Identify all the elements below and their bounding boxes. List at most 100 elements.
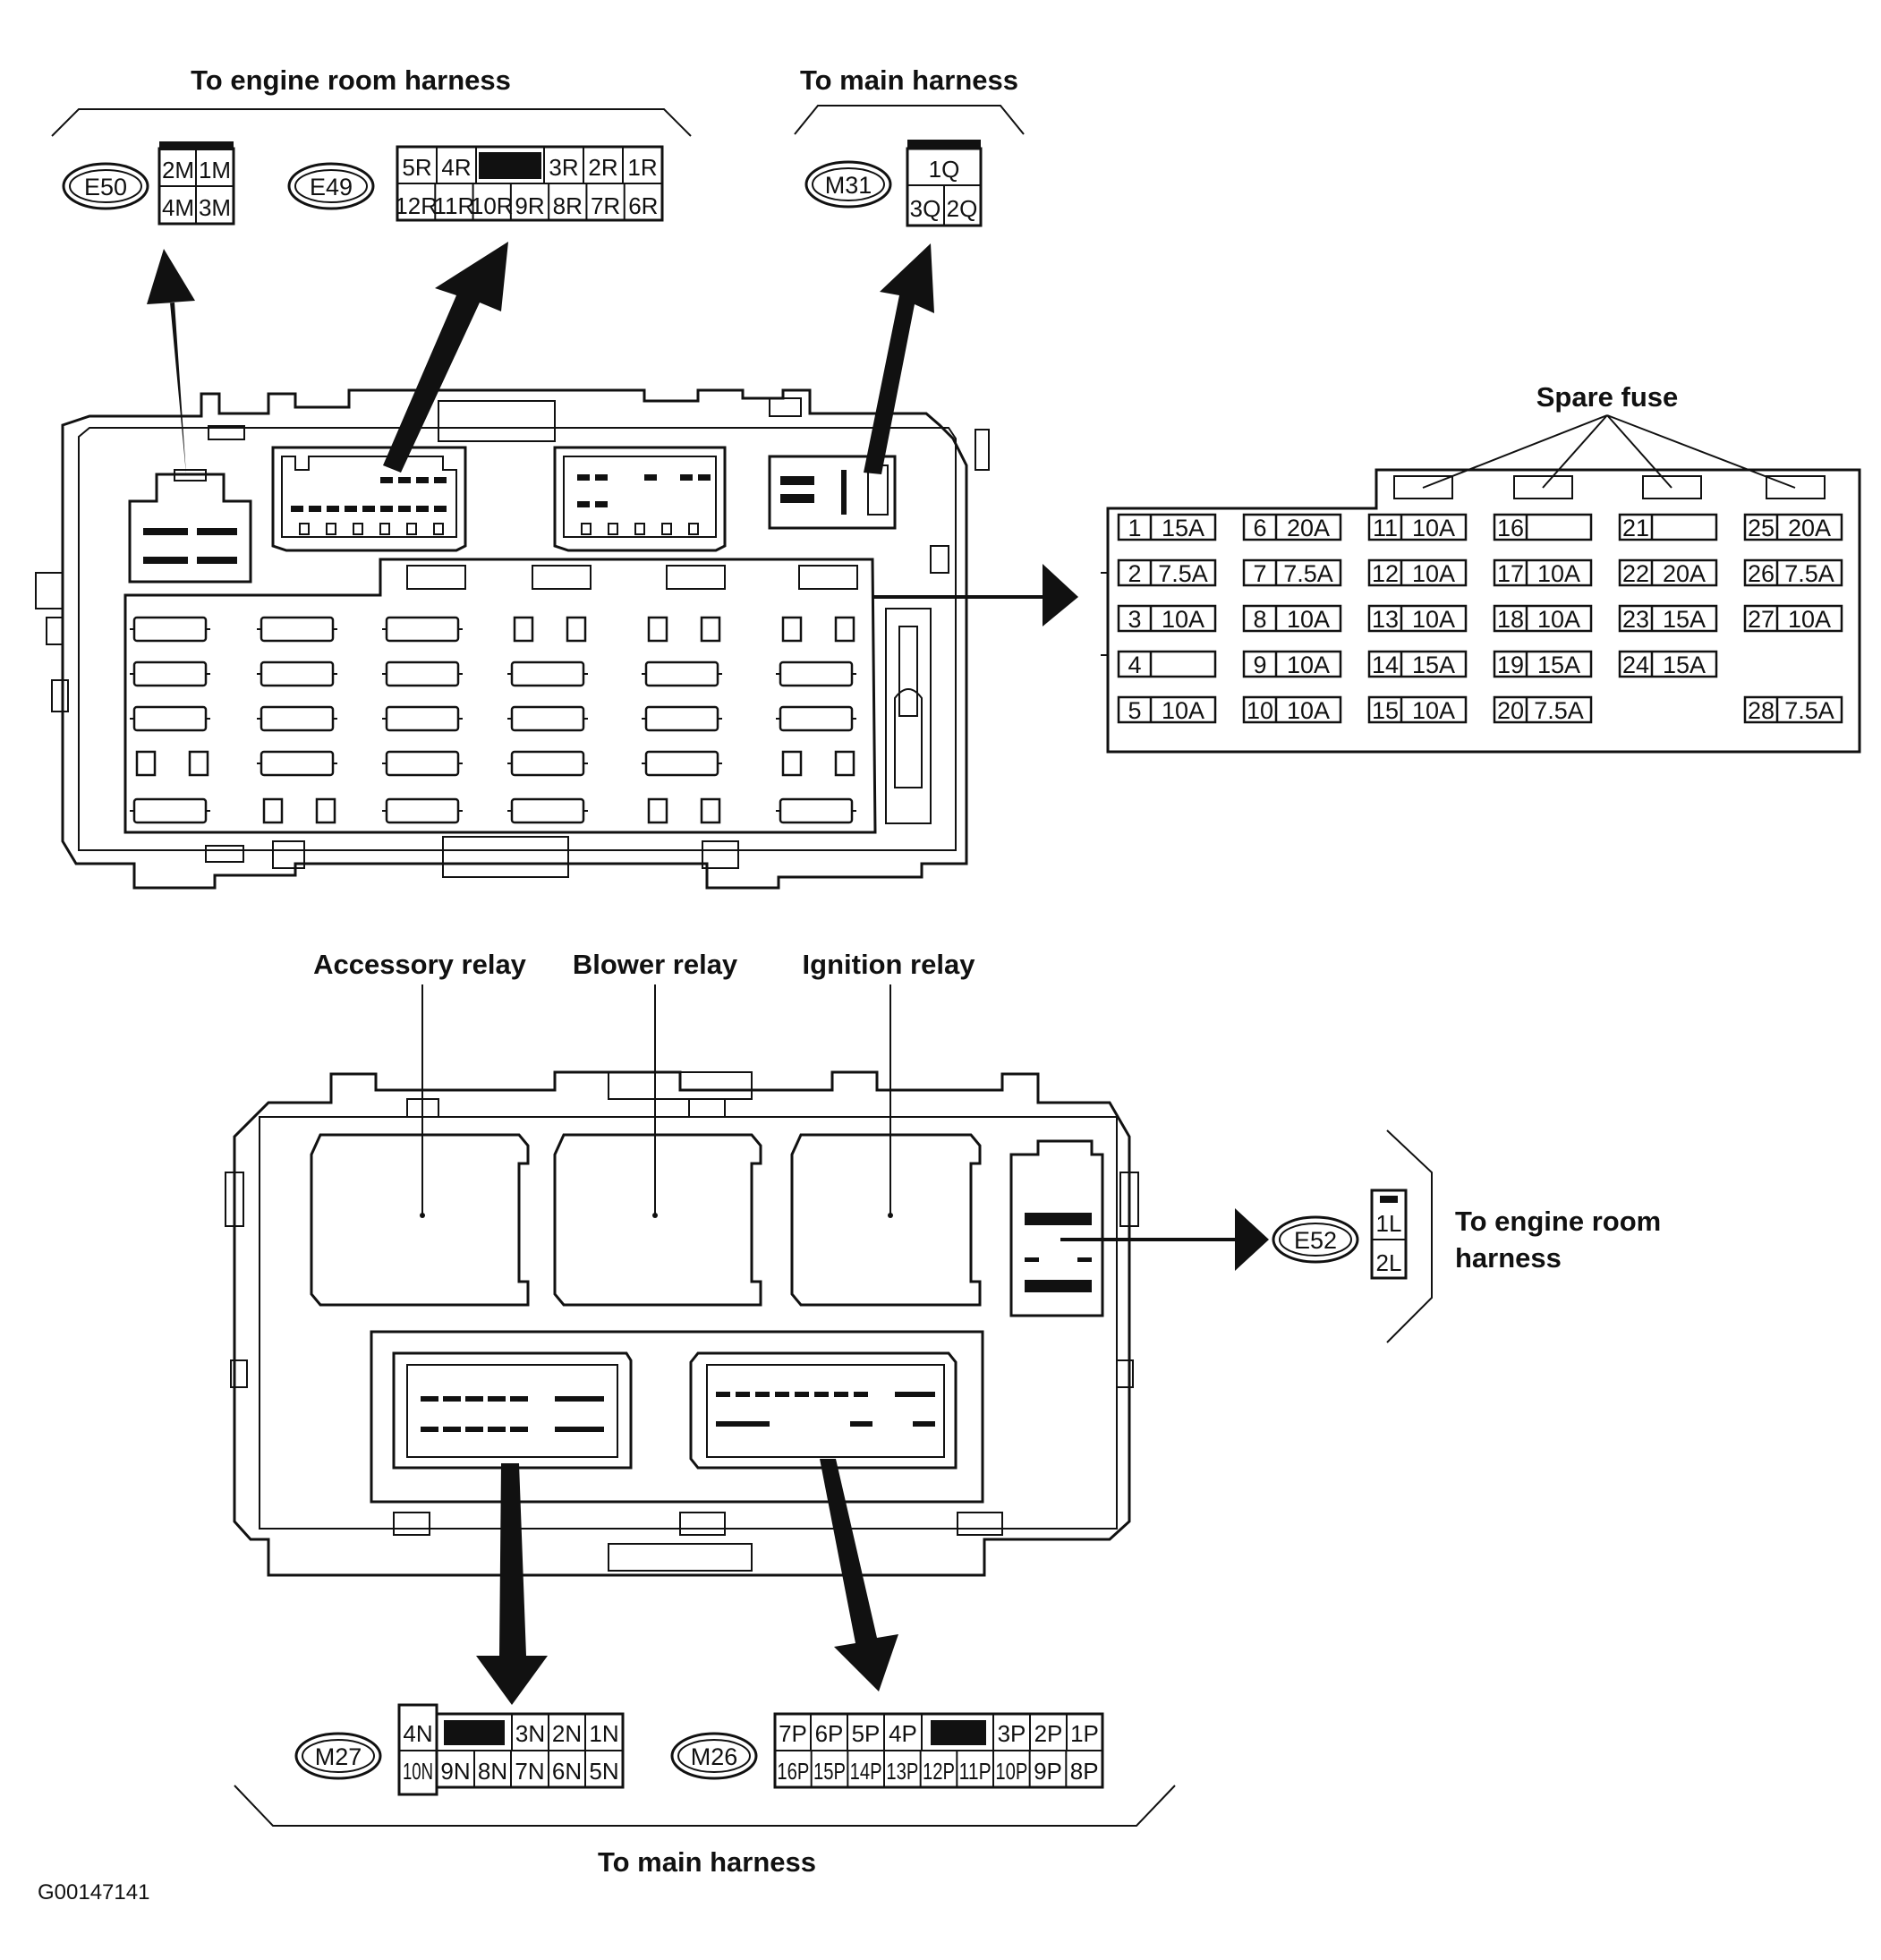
fuse-rating: 7.5A: [1534, 697, 1584, 724]
top-main-harness-label: To main harness: [800, 64, 1018, 96]
e52-harness-label-line2: harness: [1455, 1242, 1562, 1274]
m27-arrow: [476, 1463, 548, 1705]
pin-12r: 12R: [395, 192, 438, 219]
fuse-table-arrow: [1043, 564, 1078, 626]
lower-relay-block: [225, 1070, 1139, 1577]
pin-7p: 7P: [779, 1720, 807, 1747]
pin-3n: 3N: [515, 1720, 545, 1747]
pin-10p: 10P: [995, 1758, 1027, 1785]
connector-m31: M31 1Q 3Q 2Q: [804, 140, 983, 227]
fuse-slot: [510, 705, 585, 732]
fuse-rating: 7.5A: [1158, 560, 1208, 587]
e52-bracket: [1386, 1129, 1433, 1343]
fuse-number: 18: [1497, 606, 1524, 633]
fuse-rating: 15A: [1412, 652, 1455, 678]
fuse-rating: 10A: [1162, 697, 1204, 724]
bottom-main-harness-label: To main harness: [598, 1846, 816, 1878]
pin-2p: 2P: [1034, 1720, 1063, 1747]
fuse-rating: 7.5A: [1283, 560, 1333, 587]
pin-3p: 3P: [998, 1720, 1026, 1747]
pin-4m: 4M: [162, 194, 194, 221]
m27-blank-cavity: [444, 1720, 505, 1745]
fuse-number: 6: [1253, 515, 1266, 541]
pin-5n: 5N: [589, 1758, 618, 1785]
fuse-rating: 20A: [1788, 515, 1831, 541]
e49-badge: [287, 162, 375, 210]
fuse-slot: [644, 660, 719, 687]
e50-badge: [62, 162, 149, 210]
fuse-number: 20: [1497, 697, 1524, 724]
fuse-slot: [510, 797, 585, 824]
fuse-rating: 10A: [1162, 606, 1204, 633]
fuse-number: 13: [1372, 606, 1399, 633]
fuse-number: 21: [1622, 515, 1649, 541]
fuse-number: 2: [1128, 560, 1141, 587]
accessory-relay-label: Accessory relay: [313, 949, 527, 980]
fuse-slot: [510, 660, 585, 687]
pin-9n: 9N: [440, 1758, 470, 1785]
fuse-slot: [260, 660, 335, 687]
spare-fuse-label: Spare fuse: [1536, 381, 1679, 413]
pin-1p: 1P: [1070, 1720, 1099, 1747]
fuse-rating: 10A: [1412, 697, 1455, 724]
fuse-rating: 7.5A: [1784, 560, 1834, 587]
pin-12p: 12P: [923, 1758, 955, 1785]
fuse-slot: [566, 616, 587, 643]
fuse-number: 23: [1622, 606, 1649, 633]
fuse-9: 9 10A: [1242, 650, 1342, 678]
pin-1l: 1L: [1376, 1210, 1402, 1237]
e49-blank-cavity: [479, 152, 541, 179]
fuse-slot: [779, 660, 854, 687]
fuse-slot: [262, 797, 284, 824]
pin-2q: 2Q: [947, 195, 978, 222]
fuse-slot: [513, 616, 534, 643]
e50-code: E50: [84, 174, 127, 200]
fuse-number: 22: [1622, 560, 1649, 587]
pin-4p: 4P: [889, 1720, 917, 1747]
m27-code: M27: [315, 1743, 362, 1770]
ignition-relay-label: Ignition relay: [803, 949, 976, 980]
fuse-number: 11: [1373, 515, 1398, 541]
fuse-number: 9: [1253, 652, 1266, 678]
m31-arrow: [864, 243, 934, 474]
fuse-slot: [510, 750, 585, 777]
top-left-bracket: [51, 108, 692, 137]
fuse-slot: [260, 705, 335, 732]
fuse-slot: [700, 797, 721, 824]
fuse-slot: [132, 705, 208, 732]
bottom-bracket: [234, 1785, 1176, 1827]
pin-1r: 1R: [627, 154, 657, 181]
e49-code: E49: [310, 174, 353, 200]
fuse-slot: [834, 616, 855, 643]
fuse-rating: 20A: [1663, 560, 1706, 587]
pin-2r: 2R: [588, 154, 617, 181]
m26-arrow: [820, 1459, 898, 1692]
fuse-rating: 10A: [1287, 652, 1330, 678]
spare-fuse-slots: [1393, 414, 1826, 499]
e50-arrow: [147, 249, 195, 474]
top-right-bracket: [794, 105, 1025, 135]
fuse-slot: [647, 616, 668, 643]
fuse-number: 12: [1372, 560, 1399, 587]
fuse-slot: [260, 616, 335, 643]
fuse-rating: 10A: [1788, 606, 1831, 633]
pin-4r: 4R: [441, 154, 471, 181]
pin-13p: 13P: [886, 1758, 918, 1785]
figure-id: G00147141: [38, 1880, 149, 1905]
fuse-rating: 15A: [1537, 652, 1580, 678]
fuse-rating: 10A: [1537, 560, 1580, 587]
fuse-slot: [188, 750, 209, 777]
fuse-rating: 10A: [1287, 606, 1330, 633]
fuse-rating: 10A: [1412, 606, 1455, 633]
fuse-slot: [700, 616, 721, 643]
fuse-slot: [385, 750, 460, 777]
pin-15p: 15P: [813, 1758, 846, 1785]
